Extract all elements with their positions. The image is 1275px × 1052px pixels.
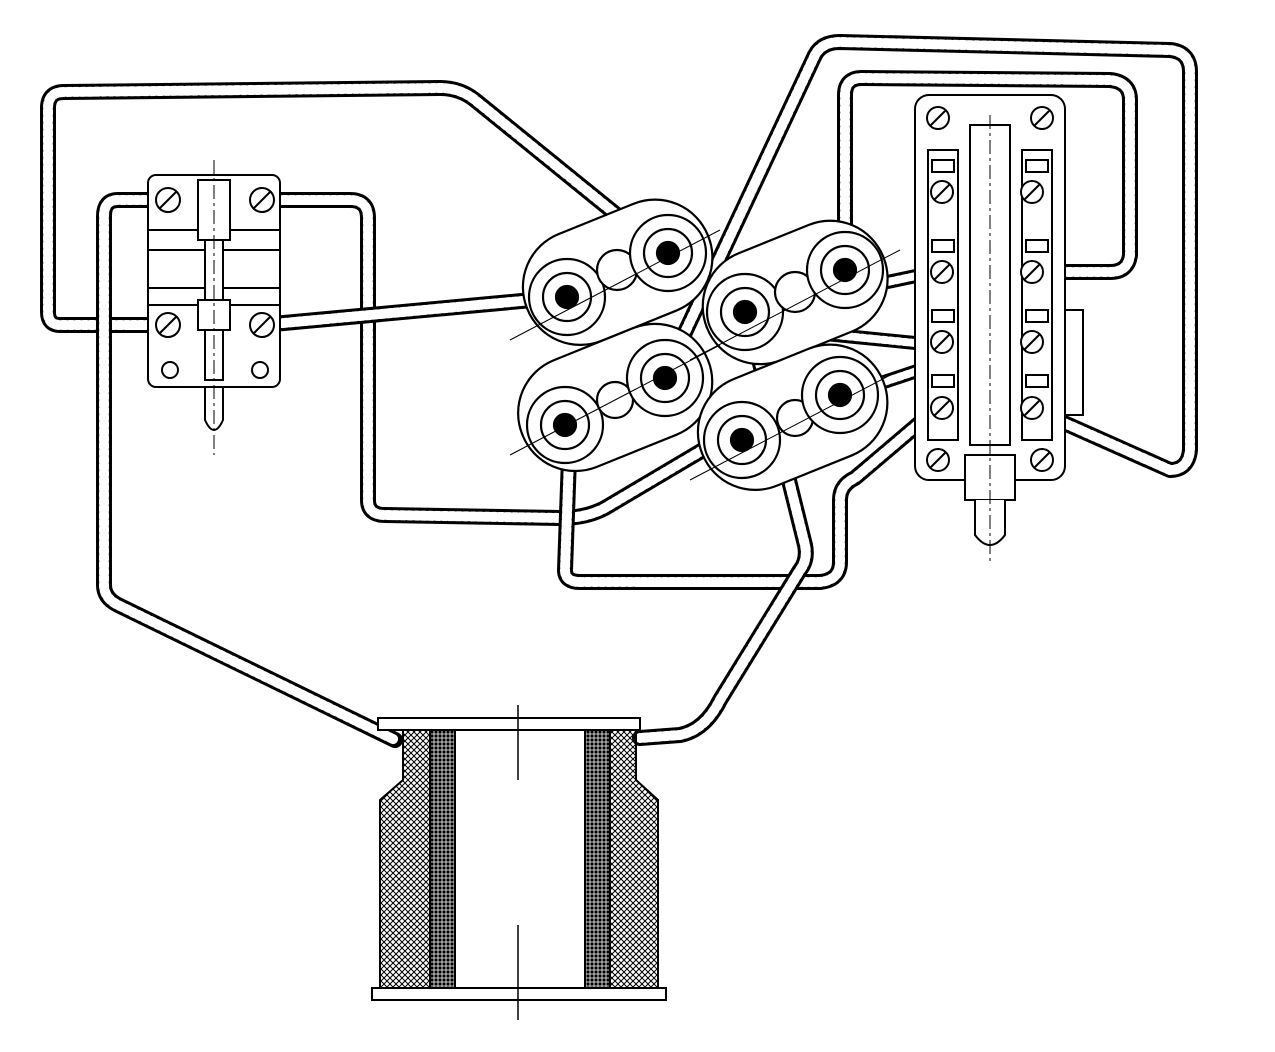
terminal-clamp xyxy=(1025,159,1049,173)
center-contact-group xyxy=(509,198,901,492)
wire-lower-center xyxy=(557,402,943,590)
screw-icon xyxy=(1030,106,1054,130)
screw-icon xyxy=(1020,180,1044,204)
contact-body xyxy=(701,219,889,366)
bottom-coil xyxy=(371,705,667,1020)
screw-icon xyxy=(251,361,269,379)
screw-icon xyxy=(161,361,179,379)
terminal-clamp xyxy=(931,239,955,253)
wire-outer-right xyxy=(657,34,1198,478)
screw-icon xyxy=(930,396,954,420)
screw-icon xyxy=(249,187,275,213)
screw-icon xyxy=(1020,260,1044,284)
terminal-clamp xyxy=(1025,239,1049,253)
coil-top-flange xyxy=(377,717,641,731)
wire-left-to-coil xyxy=(96,192,403,748)
coil-winding-inner-left xyxy=(429,729,456,989)
screw-icon xyxy=(1030,448,1054,472)
contact-body xyxy=(696,343,889,492)
wire-inner-right xyxy=(837,70,1138,280)
coil-winding-inner-right xyxy=(584,729,611,989)
terminal-clamp xyxy=(1025,309,1049,323)
screw-icon xyxy=(155,187,181,213)
screw-icon xyxy=(930,330,954,354)
screw-icon xyxy=(930,180,954,204)
wire-left-inner xyxy=(254,192,753,526)
left-switch-block xyxy=(147,160,281,455)
coil-bottom-flange xyxy=(371,987,667,1001)
screw-icon xyxy=(930,260,954,284)
terminal-side-tab xyxy=(1064,309,1084,416)
right-terminal-block xyxy=(914,94,1084,565)
screw-icon xyxy=(249,312,275,338)
terminal-clamp xyxy=(1025,374,1049,388)
terminal-clamp xyxy=(931,374,955,388)
wire-top-left xyxy=(40,80,668,333)
screw-icon xyxy=(1020,396,1044,420)
screw-icon xyxy=(155,312,181,338)
terminal-clamp xyxy=(931,159,955,173)
contact-body xyxy=(517,322,714,473)
wire-switch-to-contact xyxy=(254,289,573,333)
wire-group xyxy=(40,34,1198,748)
terminal-clamp xyxy=(931,309,955,323)
screw-icon xyxy=(1020,330,1044,354)
wire-contact-to-coil xyxy=(632,307,814,746)
screw-icon xyxy=(926,106,950,130)
coil-bore xyxy=(454,729,586,989)
screw-icon xyxy=(926,448,950,472)
